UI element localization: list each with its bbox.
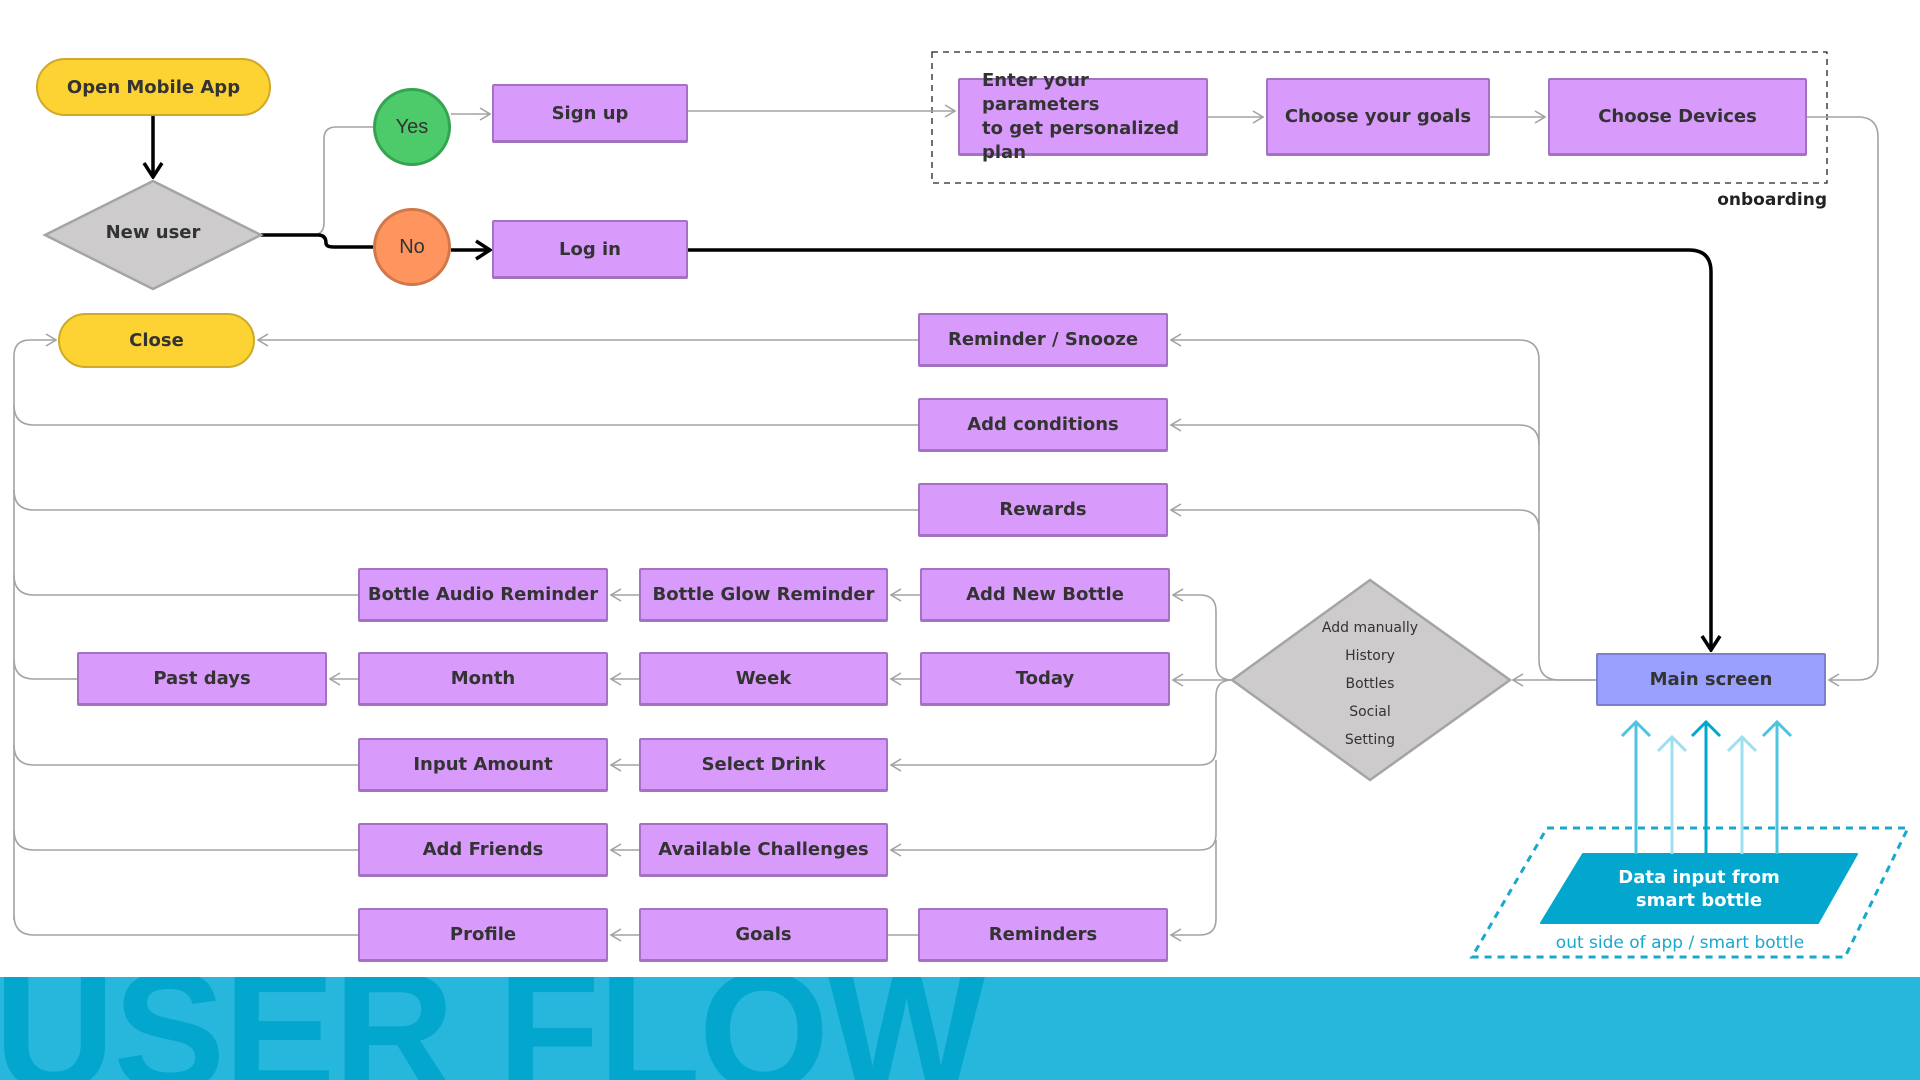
connector-devices-to-main — [1807, 116, 1879, 680]
connector-main-to-conditions — [1171, 425, 1540, 446]
connector-amount-to-close — [13, 744, 358, 766]
node-choose-goals[interactable]: Choose your goals — [1266, 78, 1490, 156]
enter-parameters-line1: Enter your parameters — [982, 69, 1100, 115]
connector-menu-to-addbottle — [1173, 595, 1233, 681]
outside-app-boundary — [1469, 826, 1911, 959]
connector-newuser-to-yes — [261, 126, 373, 236]
menu-option-history[interactable]: History — [1345, 648, 1395, 664]
node-add-friends[interactable]: Add Friends — [358, 823, 608, 877]
decision-new-user-label[interactable]: New user — [105, 222, 201, 243]
main-menu-options: Add manually History Bottles Social Sett… — [1290, 614, 1450, 754]
menu-option-add-manually[interactable]: Add manually — [1321, 620, 1419, 636]
title-banner: USER FLOW — [0, 977, 1920, 1080]
connector-rewards-to-close — [13, 489, 918, 511]
data-arrow-4 — [1726, 734, 1758, 854]
connector-menu-to-reminders — [1171, 840, 1217, 935]
connector-conditions-to-close — [13, 404, 918, 426]
menu-option-bottles[interactable]: Bottles — [1345, 676, 1395, 692]
node-profile[interactable]: Profile — [358, 908, 608, 962]
node-available-challenges[interactable]: Available Challenges — [639, 823, 888, 877]
node-month[interactable]: Month — [358, 652, 608, 706]
decision-main-menu-shape — [1229, 578, 1513, 782]
data-arrow-2 — [1656, 734, 1688, 854]
node-add-new-bottle[interactable]: Add New Bottle — [920, 568, 1170, 622]
data-flow-arrows — [1620, 719, 1793, 854]
node-select-drink[interactable]: Select Drink — [639, 738, 888, 792]
menu-option-social[interactable]: Social — [1349, 704, 1391, 720]
branch-no[interactable]: No — [373, 208, 451, 286]
node-bottle-audio-reminder[interactable]: Bottle Audio Reminder — [358, 568, 608, 622]
onboarding-label: onboarding — [1717, 190, 1827, 210]
node-week[interactable]: Week — [639, 652, 888, 706]
node-bottle-glow-reminder[interactable]: Bottle Glow Reminder — [639, 568, 888, 622]
node-reminders[interactable]: Reminders — [918, 908, 1168, 962]
data-arrow-1 — [1620, 719, 1652, 854]
node-input-amount[interactable]: Input Amount — [358, 738, 608, 792]
start-node-open-mobile-app[interactable]: Open Mobile App — [36, 58, 271, 116]
node-rewards[interactable]: Rewards — [918, 483, 1168, 537]
data-arrow-3 — [1690, 719, 1722, 854]
node-close[interactable]: Close — [58, 313, 255, 368]
data-input-smart-bottle: Data input from smart bottle — [1541, 854, 1857, 923]
node-past-days[interactable]: Past days — [77, 652, 327, 706]
data-input-line2: smart bottle — [1635, 889, 1763, 911]
node-log-in[interactable]: Log in — [492, 220, 688, 279]
connector-bus-to-close — [13, 340, 56, 920]
node-enter-parameters[interactable]: Enter your parameters to get personalize… — [958, 70, 1208, 163]
node-main-screen[interactable]: Main screen — [1596, 653, 1826, 706]
connector-main-to-rewards — [1171, 510, 1540, 531]
connector-menu-to-challenges — [891, 760, 1217, 850]
connector-profile-to-close — [13, 914, 358, 936]
decision-new-user-shape — [42, 179, 264, 291]
connector-newuser-to-no — [261, 233, 373, 249]
page-title: USER FLOW — [0, 977, 986, 1080]
data-input-line1: Data input from — [1618, 866, 1780, 888]
enter-parameters-line2: to get personalized plan — [982, 117, 1180, 163]
node-sign-up[interactable]: Sign up — [492, 84, 688, 143]
node-goals[interactable]: Goals — [639, 908, 888, 962]
node-reminder-snooze[interactable]: Reminder / Snooze — [918, 313, 1168, 367]
node-today[interactable]: Today — [920, 652, 1170, 706]
outside-app-label: out side of app / smart bottle — [1555, 933, 1805, 953]
connector-main-to-reminder — [1171, 340, 1596, 681]
connector-pastdays-to-close — [13, 658, 77, 680]
connector-audio-to-close — [13, 574, 358, 596]
connector-friends-to-close — [13, 829, 358, 851]
branch-yes[interactable]: Yes — [373, 88, 451, 166]
connector-menu-to-selectdrink — [891, 679, 1233, 765]
data-arrow-5 — [1761, 719, 1793, 854]
node-choose-devices[interactable]: Choose Devices — [1548, 78, 1807, 156]
menu-option-setting[interactable]: Setting — [1344, 732, 1396, 748]
node-add-conditions[interactable]: Add conditions — [918, 398, 1168, 452]
connector-login-to-main — [688, 248, 1711, 650]
data-input-shape — [1540, 853, 1858, 924]
